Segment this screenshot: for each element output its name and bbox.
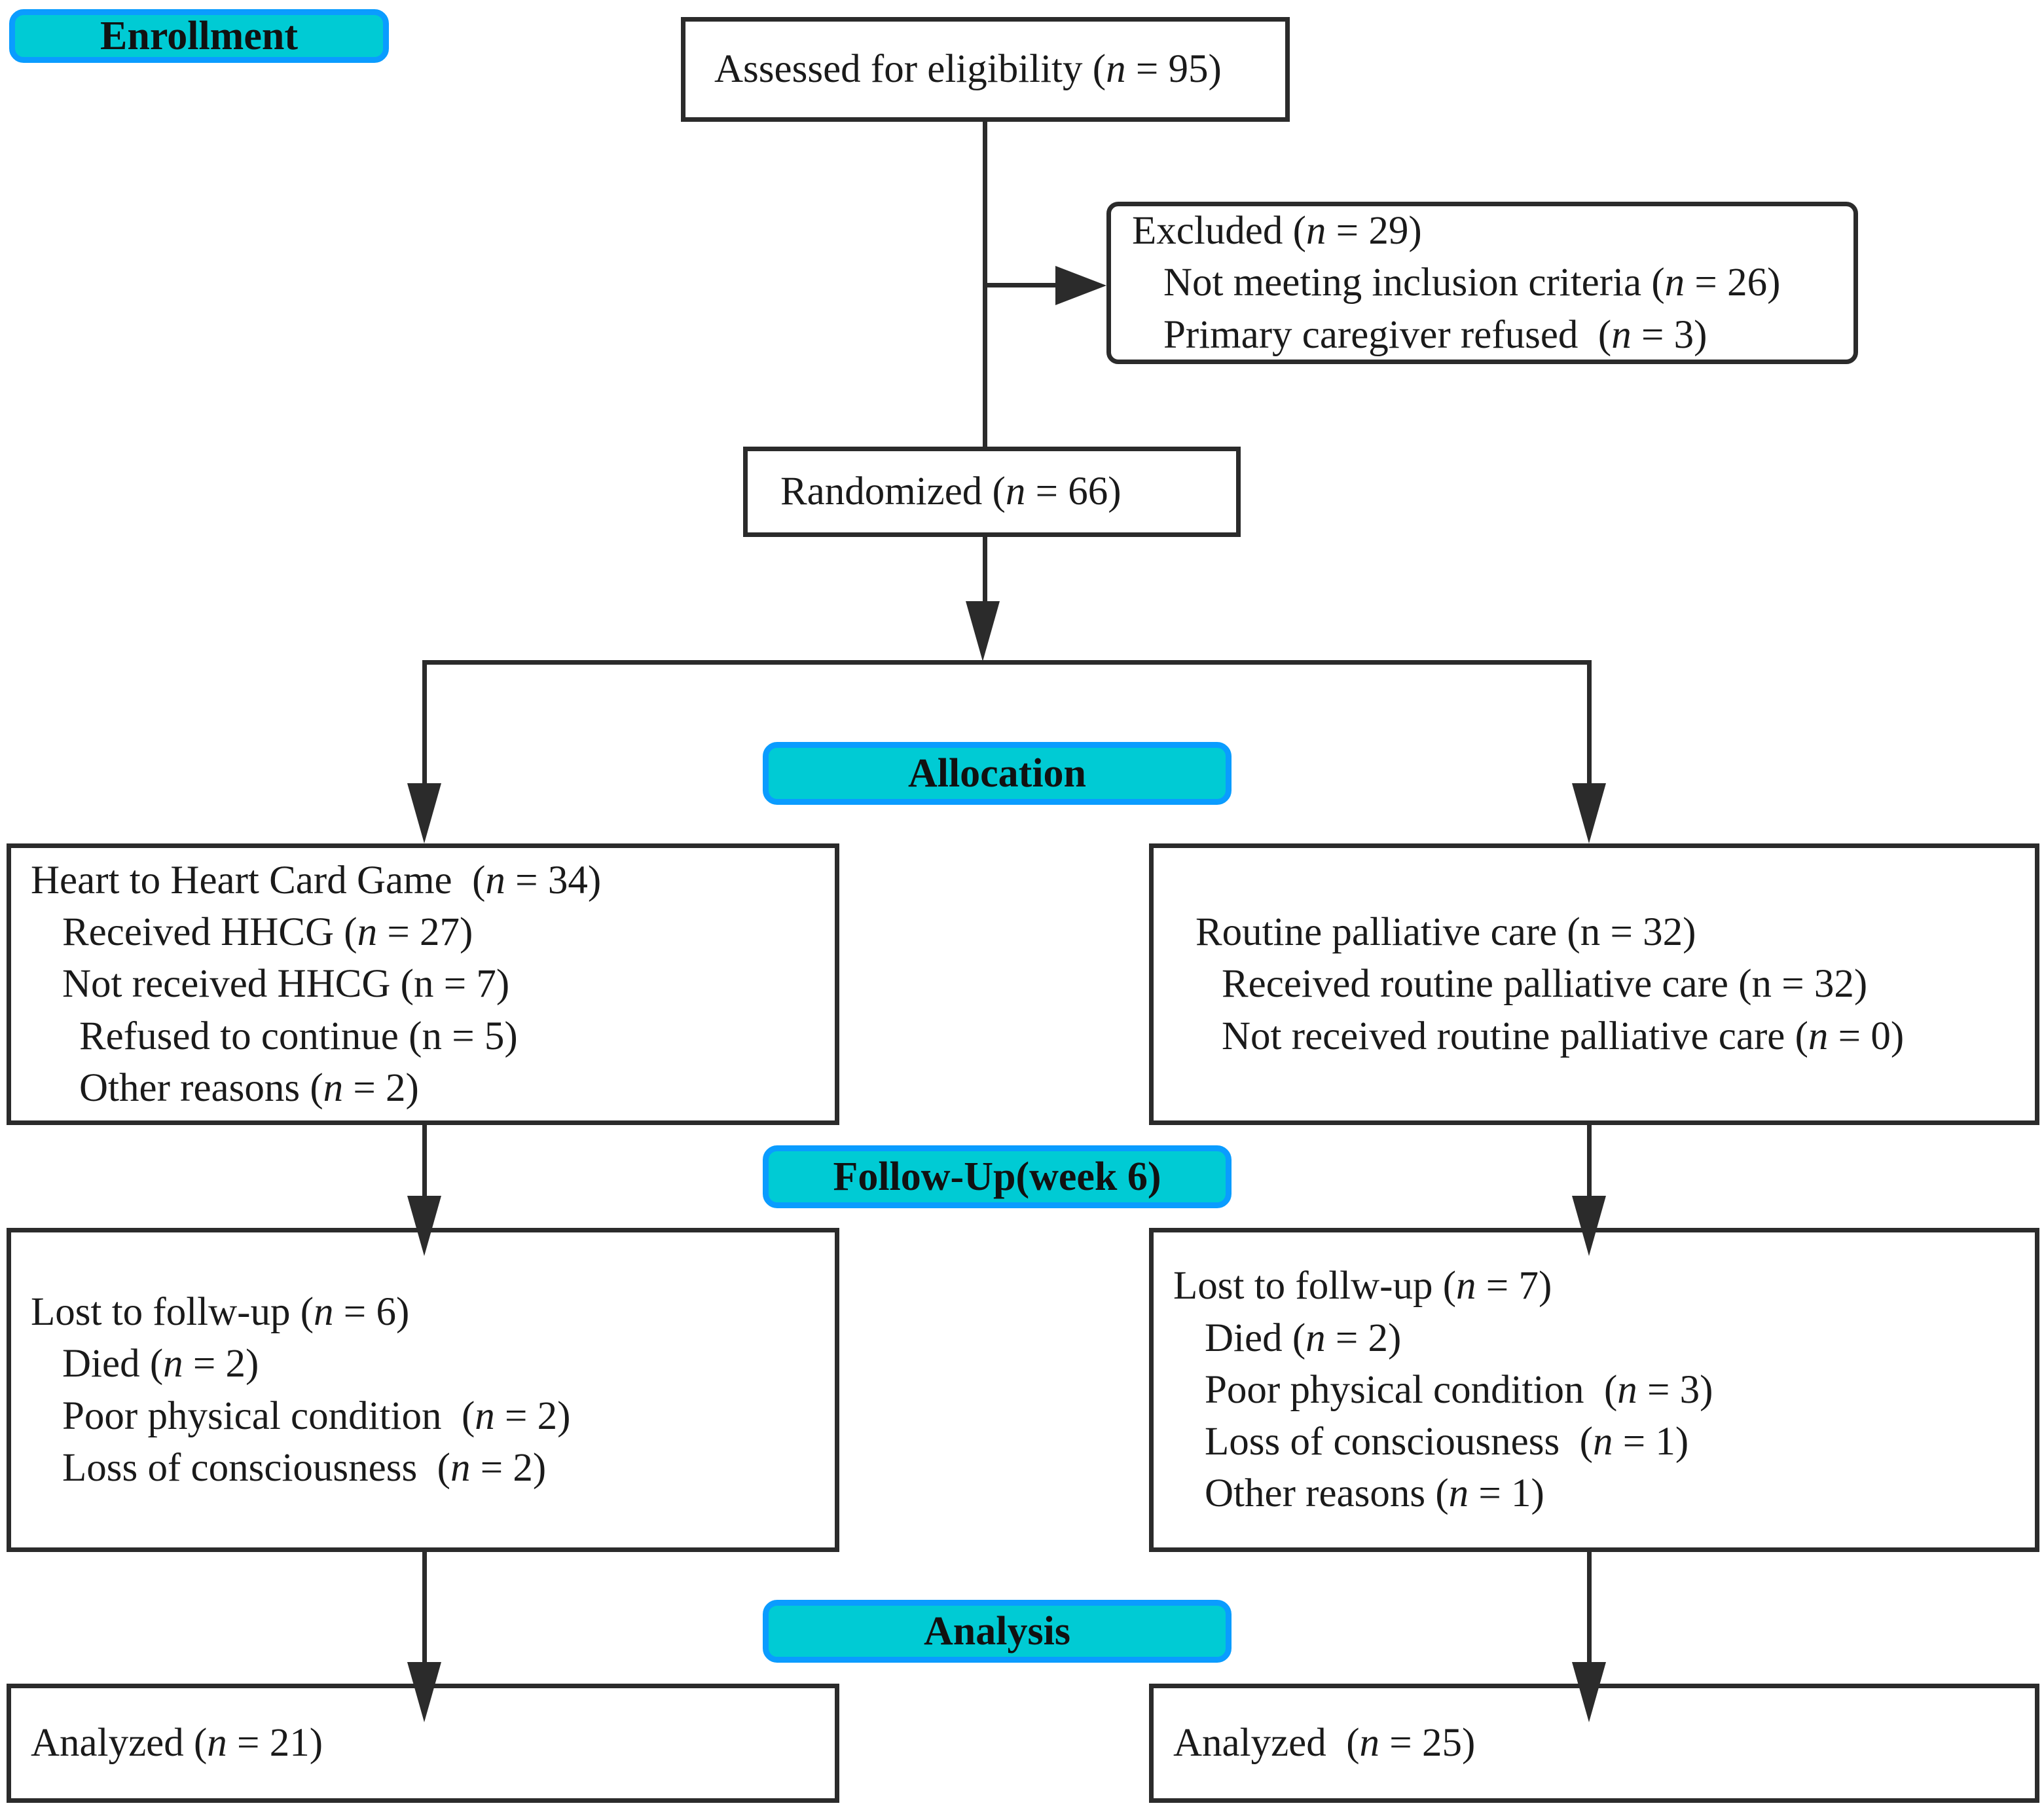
box-line: Not received routine palliative care (n … (1222, 1014, 1905, 1058)
arrowhead-down-analysis-left (407, 1662, 441, 1722)
box-followup-control: Lost to follw-up (n = 7) Died (n = 2) Po… (1149, 1228, 2039, 1552)
stage-badge-allocation: Allocation (763, 742, 1232, 805)
arrowhead-right-excluded (1055, 266, 1106, 305)
box-line: Not meeting inclusion criteria (n = 26) (1163, 261, 1781, 305)
box-line: Refused to continue (n = 5) (79, 1014, 518, 1058)
box-line: Other reasons (n = 2) (79, 1065, 419, 1110)
box-allocation-control: Routine palliative care (n = 32) Receive… (1149, 843, 2039, 1125)
box-analyzed-intervention: Analyzed (n = 21) (7, 1684, 839, 1803)
box-line: Lost to follw-up (n = 6) (31, 1289, 410, 1334)
connector-followup-to-analysis-left (422, 1552, 427, 1670)
box-line: Assessed for eligibility (n = 95) (714, 47, 1222, 92)
connector-randomized-down (983, 537, 987, 609)
stage-badge-followup-label: Follow-Up(week 6) (833, 1154, 1161, 1199)
stage-badge-allocation-label: Allocation (907, 750, 1087, 796)
box-line: Analyzed (n = 25) (1173, 1721, 1476, 1766)
box-line: Received HHCG (n = 27) (62, 910, 473, 955)
box-followup-intervention: Lost to follw-up (n = 6) Died (n = 2) Po… (7, 1228, 839, 1552)
box-line: Died (n = 2) (62, 1342, 259, 1386)
box-assessed-for-eligibility: Assessed for eligibility (n = 95) (681, 17, 1290, 122)
connector-allocation-left-arm (422, 660, 427, 791)
box-excluded: Excluded (n = 29) Not meeting inclusion … (1106, 202, 1858, 364)
box-line: Lost to follw-up (n = 7) (1173, 1264, 1552, 1308)
box-line: Loss of consciousness (n = 1) (1205, 1420, 1689, 1464)
stage-badge-followup: Follow-Up(week 6) (763, 1145, 1232, 1208)
box-line: Other reasons (n = 1) (1205, 1471, 1544, 1516)
connector-alloc-to-followup-right (1587, 1125, 1592, 1204)
arrowhead-down-analysis-right (1572, 1662, 1606, 1722)
box-line: Heart to Heart Card Game (n = 34) (31, 858, 602, 902)
arrowhead-down-followup-right (1572, 1196, 1606, 1256)
box-line: Loss of consciousness (n = 2) (62, 1445, 547, 1490)
connector-allocation-right-arm (1587, 660, 1592, 791)
box-randomized: Randomized (n = 66) (743, 447, 1241, 537)
box-line: Not received HHCG (n = 7) (62, 962, 510, 1007)
arrowhead-down-randomized (966, 601, 1000, 661)
box-line: Excluded (n = 29) (1132, 209, 1422, 253)
box-line: Analyzed (n = 21) (31, 1721, 323, 1766)
arrowhead-down-followup-left (407, 1196, 441, 1256)
connector-followup-to-analysis-right (1587, 1552, 1592, 1670)
box-line: Poor physical condition (n = 3) (1205, 1367, 1713, 1412)
box-line: Received routine palliative care (n = 32… (1222, 962, 1868, 1007)
stage-badge-analysis-label: Analysis (924, 1608, 1070, 1654)
box-line: Died (n = 2) (1205, 1316, 1402, 1360)
stage-badge-analysis: Analysis (763, 1600, 1232, 1663)
stage-badge-enrollment: Enrollment (9, 9, 389, 63)
box-line: Randomized (n = 66) (780, 470, 1122, 514)
connector-to-excluded (983, 283, 1056, 287)
box-allocation-intervention: Heart to Heart Card Game (n = 34) Receiv… (7, 843, 839, 1125)
box-line: Poor physical condition (n = 2) (62, 1394, 571, 1438)
stage-badge-enrollment-label: Enrollment (100, 13, 298, 58)
arrowhead-down-allocation-right (1572, 783, 1606, 843)
arrowhead-down-allocation-left (407, 783, 441, 843)
box-line: Primary caregiver refused (n = 3) (1163, 312, 1707, 357)
connector-allocation-split-bar (422, 660, 1592, 665)
box-line: Routine palliative care (n = 32) (1195, 910, 1696, 955)
connector-alloc-to-followup-left (422, 1125, 427, 1204)
